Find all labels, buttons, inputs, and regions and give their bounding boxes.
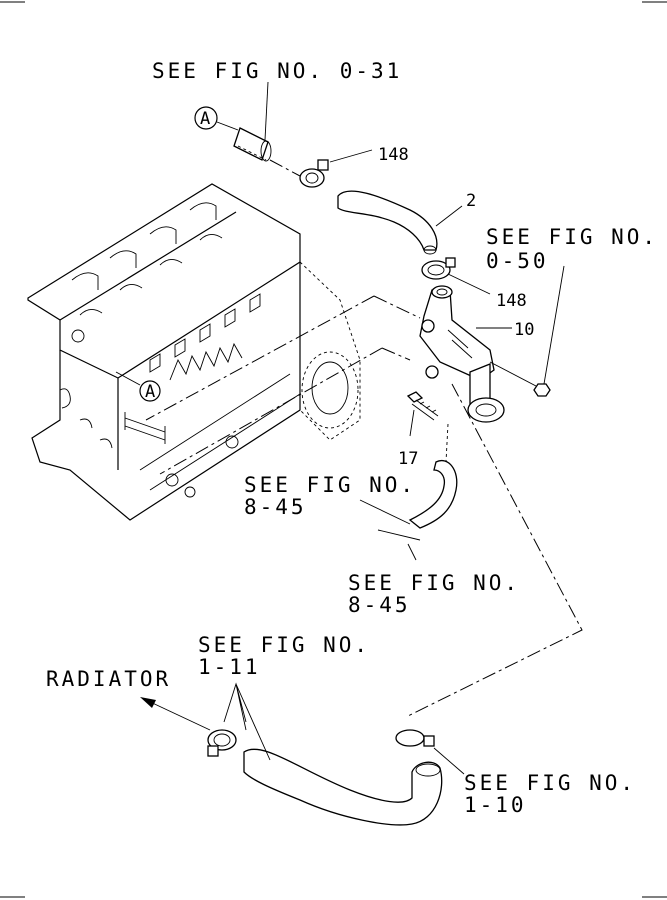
label-fig-0-50-line2: 0-50 (486, 249, 549, 273)
label-fig-8-45b-line1: SEE FIG NO. (348, 571, 520, 595)
coolant-pipe-top (233, 81, 272, 162)
label-fig-1-10-line1: SEE FIG NO. (464, 771, 636, 795)
ref-a-top-circle: A (194, 106, 239, 131)
labels: SEE FIG NO. 0-31 148 2 SEE FIG NO. 0-50 … (46, 59, 658, 817)
label-fig-0-50-line1: SEE FIG NO. (486, 225, 658, 249)
callout-2: 2 (466, 191, 476, 211)
callout-17: 17 (398, 449, 418, 469)
callout-10: 10 (514, 320, 534, 340)
callout-148-top: 148 (378, 145, 409, 165)
label-fig-8-45b-line2: 8-45 (348, 593, 411, 617)
hose-clamp-148-mid (421, 257, 491, 295)
label-fig-0-31: SEE FIG NO. 0-31 (152, 59, 402, 83)
temperature-sensor (533, 265, 565, 397)
label-fig-8-45a-line1: SEE FIG NO. (244, 473, 416, 497)
callout-148-mid: 148 (496, 291, 527, 311)
lower-radiator-hose (140, 682, 465, 826)
label-fig-1-11-line1: SEE FIG NO. (198, 633, 370, 657)
ref-a-top-text: A (200, 109, 210, 129)
label-fig-1-10-line2: 1-10 (464, 793, 527, 817)
label-fig-1-11-line2: 1-11 (198, 655, 261, 679)
upper-radiator-hose (337, 190, 463, 255)
ref-a-engine-circle: A (115, 371, 161, 402)
bolt-17 (406, 391, 439, 437)
bypass-hose (359, 423, 458, 561)
engine-block (27, 183, 361, 521)
label-radiator: RADIATOR (46, 667, 171, 691)
ref-a-engine-text: A (145, 382, 155, 402)
hose-clamp-148-top (299, 149, 373, 188)
label-fig-8-45a-line2: 8-45 (244, 495, 307, 519)
leader-lines (145, 159, 583, 717)
thermostat-housing (419, 285, 537, 423)
